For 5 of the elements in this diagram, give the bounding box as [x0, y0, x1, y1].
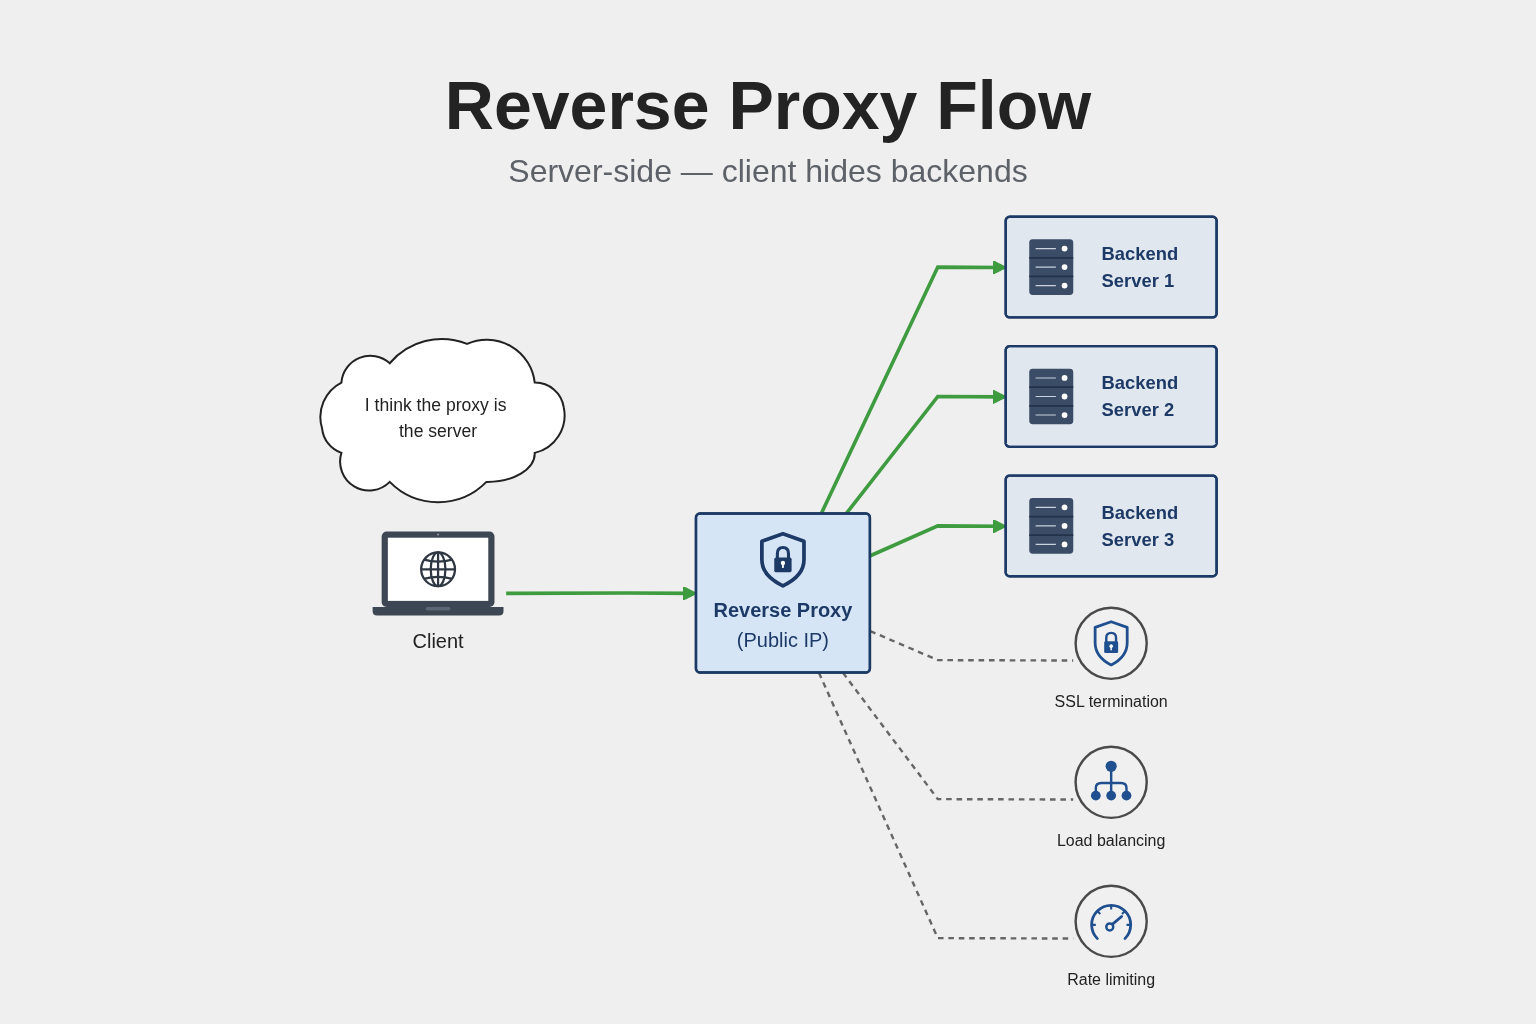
connector	[817, 672, 1073, 940]
subtitle: Server-side — client hides backends	[508, 153, 1028, 190]
title: Reverse Proxy Flow	[444, 68, 1092, 143]
connector	[841, 672, 1073, 801]
connector	[869, 630, 1073, 662]
